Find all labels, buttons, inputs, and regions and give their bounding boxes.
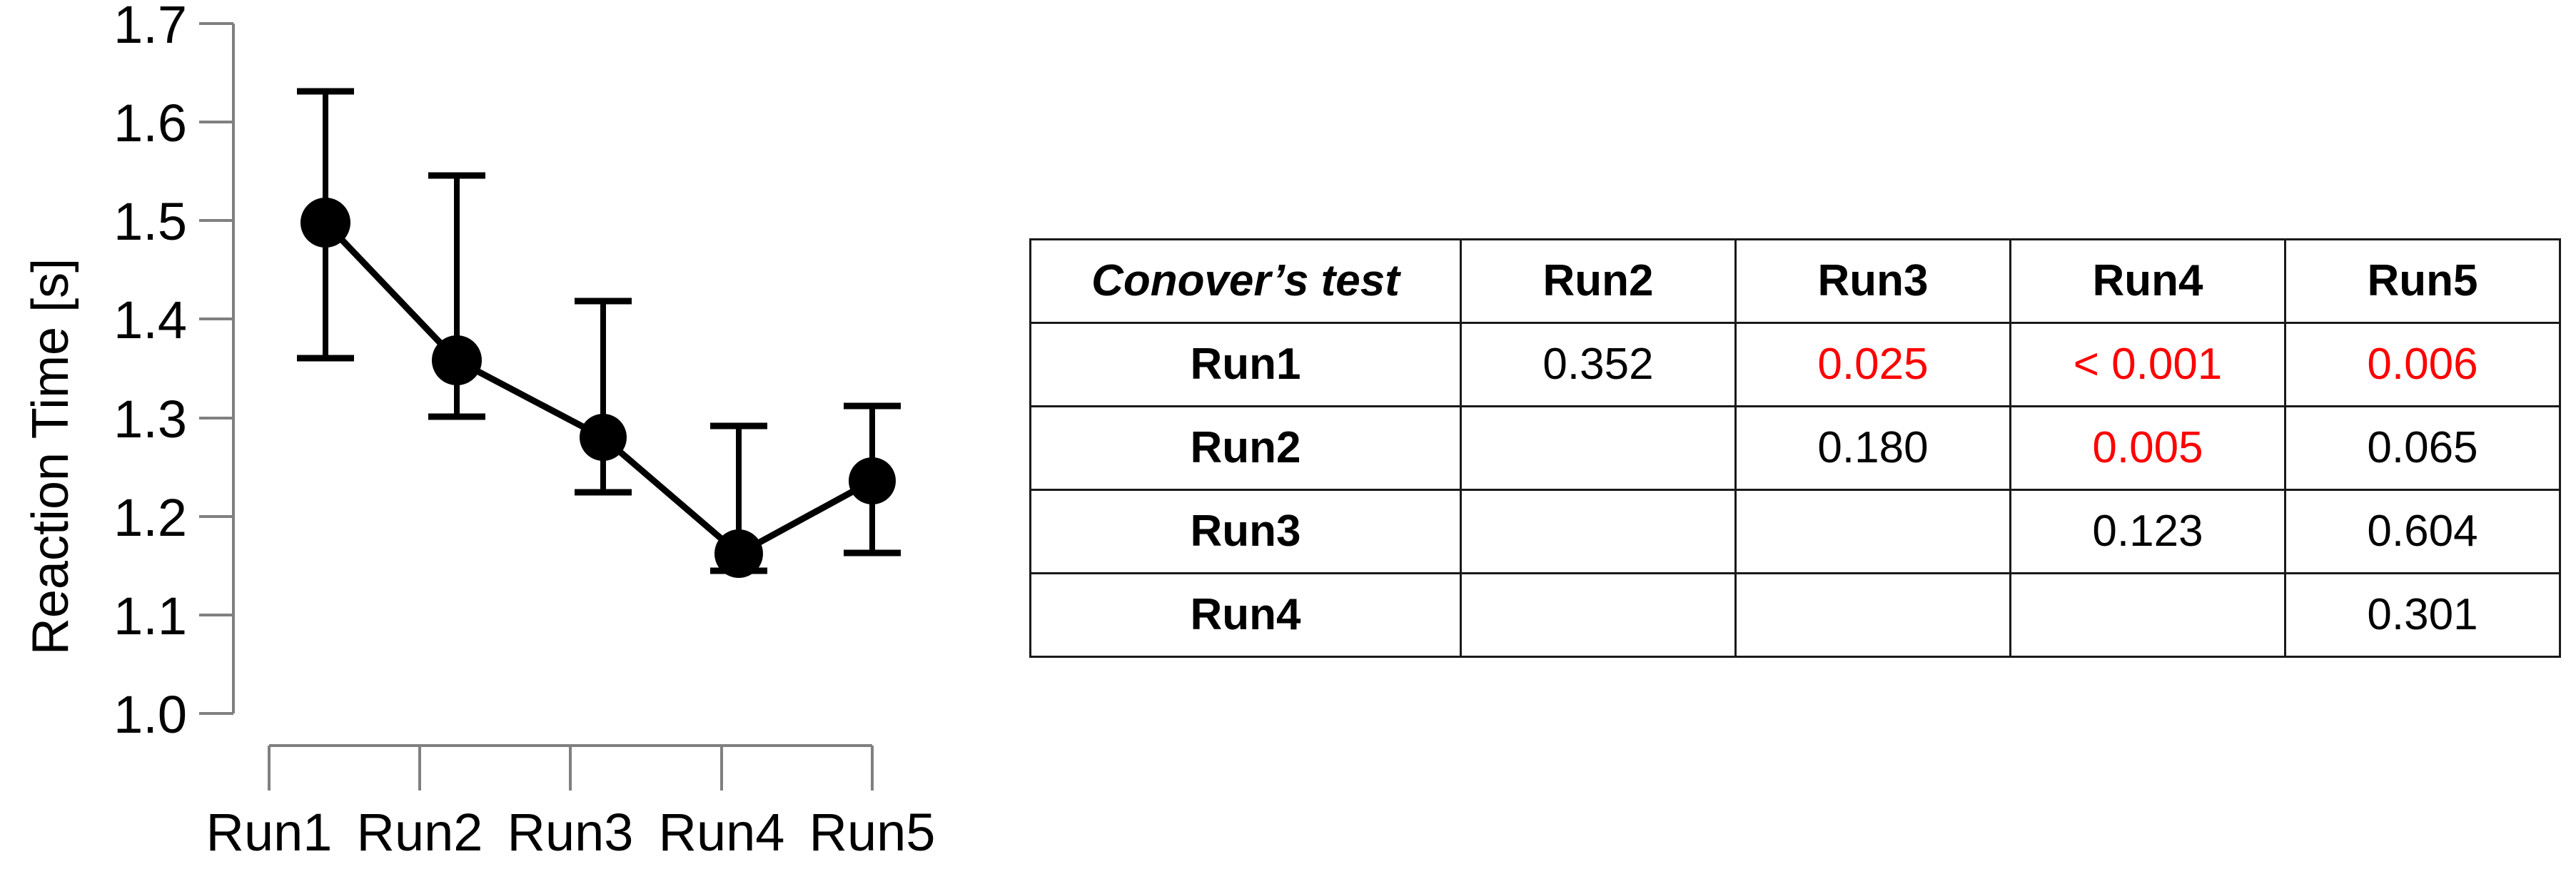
table-row: Run3 0.123 0.604: [1029, 489, 2561, 574]
conover-test-table-container: Conover’s test Run2 Run3 Run4 Run5 Run1 …: [1029, 238, 2561, 658]
table-cell-run2-run2: [1460, 405, 1737, 491]
table-cell-run1-run3: 0.025: [1734, 322, 2011, 407]
table-cell-run3-run5: 0.604: [2284, 489, 2561, 574]
conover-test-table: Conover’s test Run2 Run3 Run4 Run5 Run1 …: [1029, 238, 2561, 658]
error-bars: [297, 88, 901, 574]
error-bar-run3: [575, 298, 632, 496]
table-row-header-run3: Run3: [1029, 489, 1462, 574]
table-header: Conover’s test Run2 Run3 Run4 Run5: [1029, 238, 2561, 324]
data-markers: [300, 198, 896, 578]
table-cell-run4-run5: 0.301: [2284, 572, 2561, 658]
table-col-header-run4: Run4: [2009, 238, 2286, 324]
y-tick-labels: 1.7 1.6 1.5 1.4 1.3 1.2 1.1 1.0: [113, 0, 187, 744]
table-cell-run1-run5: 0.006: [2284, 322, 2561, 407]
table-col-header-run3: Run3: [1734, 238, 2011, 324]
table-cell-run4-run3: [1734, 572, 2011, 658]
table-cell-run1-run2: 0.352: [1460, 322, 1737, 407]
table-row-header-run4: Run4: [1029, 572, 1462, 658]
data-point-run1: [300, 198, 350, 248]
table-header-row: Conover’s test Run2 Run3 Run4 Run5: [1029, 238, 2561, 324]
table-row: Run1 0.352 0.025 < 0.001 0.006: [1029, 322, 2561, 407]
y-tick-label-6: 1.1: [113, 586, 187, 646]
table-cell-run3-run2: [1460, 489, 1737, 574]
y-axis: [199, 22, 235, 715]
y-tick-label-0: 1.7: [113, 0, 187, 54]
table-cell-run2-run4: 0.005: [2009, 405, 2286, 491]
table-cell-run2-run3: 0.180: [1734, 405, 2011, 491]
table-col-header-run5: Run5: [2284, 238, 2561, 324]
x-tick-label-run1: Run1: [206, 803, 333, 862]
chart-canvas: Reaction Time [s] 1.7 1.6 1.5 1.4: [22, 0, 936, 862]
y-tick-label-1: 1.6: [113, 93, 187, 153]
y-axis-label: Reaction Time [s]: [22, 258, 79, 655]
y-tick-label-5: 1.2: [113, 488, 187, 547]
series-line-reaction-time: [322, 219, 876, 557]
table-corner-header: Conover’s test: [1029, 238, 1462, 324]
table-cell-run4-run2: [1460, 572, 1737, 658]
table-row: Run4 0.301: [1029, 572, 2561, 658]
table-cell-run1-run4: < 0.001: [2009, 322, 2286, 407]
table-cell-run3-run3: [1734, 489, 2011, 574]
reaction-time-chart: Reaction Time [s] 1.7 1.6 1.5 1.4: [0, 0, 999, 869]
x-axis: [268, 744, 874, 791]
data-point-run5: [849, 457, 896, 504]
table-cell-run4-run4: [2009, 572, 2286, 658]
y-tick-label-7: 1.0: [113, 685, 187, 744]
data-point-run2: [432, 335, 482, 385]
table-col-header-run2: Run2: [1460, 238, 1737, 324]
table-row: Run2 0.180 0.005 0.065: [1029, 405, 2561, 491]
x-tick-label-run2: Run2: [357, 803, 483, 862]
table-row-header-run2: Run2: [1029, 405, 1462, 491]
y-tick-label-2: 1.5: [113, 192, 187, 251]
x-tick-label-run3: Run3: [507, 803, 634, 862]
x-tick-label-run5: Run5: [809, 803, 936, 862]
data-point-run3: [580, 414, 627, 461]
table-row-header-run1: Run1: [1029, 322, 1462, 407]
table-cell-run2-run5: 0.065: [2284, 405, 2561, 491]
table-cell-run3-run4: 0.123: [2009, 489, 2286, 574]
table-body: Run1 0.352 0.025 < 0.001 0.006 Run2 0.18…: [1029, 322, 2561, 658]
data-point-run4: [714, 529, 763, 578]
x-tick-labels: Run1 Run2 Run3 Run4 Run5: [206, 803, 936, 862]
x-tick-label-run4: Run4: [659, 803, 785, 862]
y-tick-label-3: 1.4: [113, 290, 187, 350]
y-tick-label-4: 1.3: [113, 390, 187, 449]
